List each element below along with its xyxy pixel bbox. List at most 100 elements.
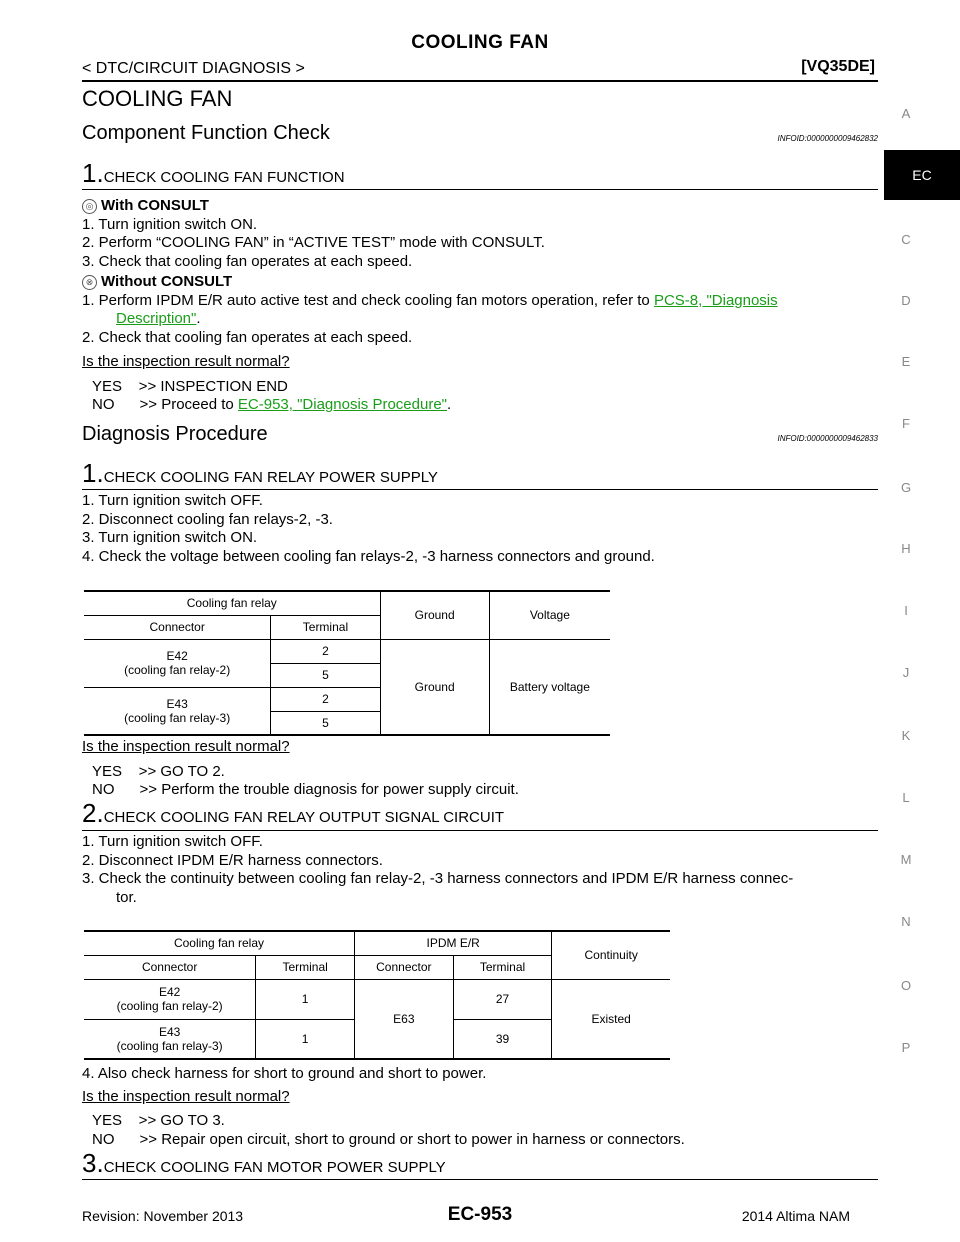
- dp-step1-heading: 1.CHECK COOLING FAN RELAY POWER SUPPLY: [82, 458, 438, 489]
- sidebar-letter-l[interactable]: L: [902, 790, 910, 805]
- step-title: CHECK COOLING FAN RELAY OUTPUT SIGNAL CI…: [103, 809, 505, 826]
- cell-connector: E42(cooling fan relay-2): [84, 979, 257, 1020]
- sidebar-letter-j[interactable]: J: [902, 665, 910, 680]
- sidebar-letter-h[interactable]: H: [901, 541, 911, 556]
- punct: .: [196, 310, 201, 327]
- sidebar-letter-e[interactable]: E: [901, 354, 911, 369]
- cell-terminal: 27: [453, 979, 553, 1020]
- list-item: 3. Check the continuity between cooling …: [82, 870, 794, 887]
- th-terminal: Terminal: [453, 955, 553, 979]
- connector-desc: (cooling fan relay-2): [116, 999, 223, 1013]
- list-item: 4. Check the voltage between cooling fan…: [82, 547, 655, 565]
- th-terminal: Terminal: [255, 955, 355, 979]
- list-item: 4. Also check harness for short to groun…: [82, 1065, 487, 1082]
- cfc-step1-heading: 1.CHECK COOLING FAN FUNCTION: [82, 158, 345, 189]
- page-header-title: COOLING FAN: [411, 32, 549, 53]
- step-rule: [82, 189, 878, 190]
- step-number: 2.: [82, 798, 104, 828]
- th-connector: Connector: [354, 955, 454, 979]
- cell-terminal: 39: [453, 1019, 553, 1059]
- sidebar-letter-ec-active[interactable]: EC: [884, 150, 960, 200]
- dp-step2-result: 4. Also check harness for short to groun…: [82, 1065, 878, 1149]
- th-relay: Cooling fan relay: [84, 931, 355, 956]
- th-relay: Cooling fan relay: [84, 591, 381, 616]
- pcs8-link-cont[interactable]: Description": [116, 310, 197, 327]
- section-title: COOLING FAN: [82, 86, 233, 111]
- list-item-text: 1. Perform IPDM E/R auto active test and…: [82, 291, 654, 309]
- cell-ipdm-connector: E63: [354, 979, 454, 1059]
- th-ipdm: IPDM E/R: [354, 931, 553, 956]
- cell-terminal: 5: [270, 663, 381, 688]
- sidebar-letter-a[interactable]: A: [901, 106, 911, 121]
- with-consult-block: ◎With CONSULT 1. Turn ignition switch ON…: [82, 197, 878, 415]
- th-continuity: Continuity: [584, 948, 638, 963]
- dp-step2-heading: 2.CHECK COOLING FAN RELAY OUTPUT SIGNAL …: [82, 798, 504, 829]
- dp-step1-result: Is the inspection result normal? YES >> …: [82, 738, 878, 800]
- connector-id: E42: [158, 985, 181, 999]
- page-number: EC-953: [447, 1204, 513, 1225]
- no-answer-text: NO >> Proceed to: [92, 396, 238, 413]
- dp-step3-heading: 3.CHECK COOLING FAN MOTOR POWER SUPPLY: [82, 1148, 446, 1179]
- step-rule: [82, 1179, 878, 1180]
- cell-connector: E42(cooling fan relay-2): [84, 639, 272, 688]
- list-item: 3. Turn ignition switch ON.: [82, 529, 258, 546]
- sidebar-letter-n[interactable]: N: [901, 914, 911, 929]
- inspection-question: Is the inspection result normal?: [82, 738, 290, 755]
- cell-terminal: 1: [255, 979, 355, 1020]
- no-consult-icon: ⊗: [82, 274, 97, 290]
- cell-continuity: Existed: [591, 1011, 631, 1026]
- step-number: 1.: [82, 158, 104, 188]
- list-item: 1. Turn ignition switch ON.: [82, 215, 258, 233]
- dp-step2-list: 1. Turn ignition switch OFF. 2. Disconne…: [82, 833, 878, 907]
- sidebar-letter-m[interactable]: M: [900, 852, 912, 867]
- with-consult-label: With CONSULT: [101, 197, 209, 214]
- sidebar-letter-f[interactable]: F: [902, 416, 910, 431]
- sidebar-letter-o[interactable]: O: [900, 978, 912, 993]
- pcs8-link[interactable]: PCS-8, "Diagnosis: [653, 291, 778, 309]
- sidebar-letter-k[interactable]: K: [901, 728, 911, 743]
- cfc-infoid: INFOID:0000000009462832: [777, 134, 878, 143]
- th-connector: Connector: [84, 615, 272, 639]
- consult-icon: ◎: [82, 198, 97, 214]
- sidebar-letter-d[interactable]: D: [901, 293, 911, 308]
- th-connector: Connector: [84, 955, 257, 979]
- th-ground: Ground: [380, 591, 490, 639]
- yes-answer: YES >> GO TO 2.: [92, 762, 225, 780]
- engine-code: [VQ35DE]: [801, 58, 875, 75]
- without-consult-label: Without CONSULT: [101, 273, 233, 290]
- connector-id: E43: [158, 1024, 181, 1039]
- revision-date: Revision: November 2013: [82, 1208, 244, 1224]
- yes-answer: YES >> GO TO 3.: [92, 1112, 225, 1129]
- connector-desc: (cooling fan relay-3): [116, 1038, 223, 1053]
- list-item: 1. Turn ignition switch OFF.: [82, 833, 263, 850]
- inspection-question: Is the inspection result normal?: [82, 353, 290, 370]
- list-item: 2. Perform “COOLING FAN” in “ACTIVE TEST…: [82, 234, 545, 251]
- sidebar-letter-g[interactable]: G: [900, 480, 912, 495]
- sidebar-letter-p[interactable]: P: [901, 1040, 911, 1055]
- model-year: 2014 Altima NAM: [741, 1208, 850, 1224]
- sidebar-letter-c[interactable]: C: [901, 232, 911, 247]
- step-title: CHECK COOLING FAN FUNCTION: [103, 169, 345, 186]
- cell-connector: E43(cooling fan relay-3): [84, 1019, 257, 1059]
- no-answer: NO >> Perform the trouble diagnosis for …: [92, 781, 519, 798]
- step-title: CHECK COOLING FAN MOTOR POWER SUPPLY: [103, 1159, 446, 1176]
- no-answer: NO >> Repair open circuit, short to grou…: [92, 1130, 685, 1148]
- list-item: 3. Check that cooling fan operates at ea…: [82, 252, 413, 270]
- step-rule: [82, 489, 878, 490]
- step-number: 1.: [82, 458, 104, 488]
- no-answer: NO >> Proceed to EC-953, "Diagnosis Proc…: [82, 396, 878, 415]
- continuity-table: Cooling fan relay IPDM E/R Continuity Co…: [84, 930, 670, 1060]
- cell-connector: E43(cooling fan relay-3): [84, 687, 272, 735]
- connector-desc: (cooling fan relay-2): [124, 663, 231, 677]
- sidebar-letter-i[interactable]: I: [904, 603, 908, 618]
- header-rule: [82, 80, 878, 82]
- dp-heading: Diagnosis Procedure: [82, 423, 268, 445]
- cell-terminal: 1: [255, 1019, 355, 1059]
- th-voltage: Voltage: [529, 608, 570, 623]
- cell-voltage: Battery voltage: [509, 679, 590, 694]
- dp-infoid: INFOID:0000000009462833: [777, 434, 878, 443]
- cell-terminal: 5: [270, 711, 381, 735]
- list-item: 2. Check that cooling fan operates at ea…: [82, 328, 413, 346]
- cell-terminal: 2: [270, 639, 381, 664]
- ec953-link[interactable]: EC-953, "Diagnosis Procedure": [237, 396, 447, 413]
